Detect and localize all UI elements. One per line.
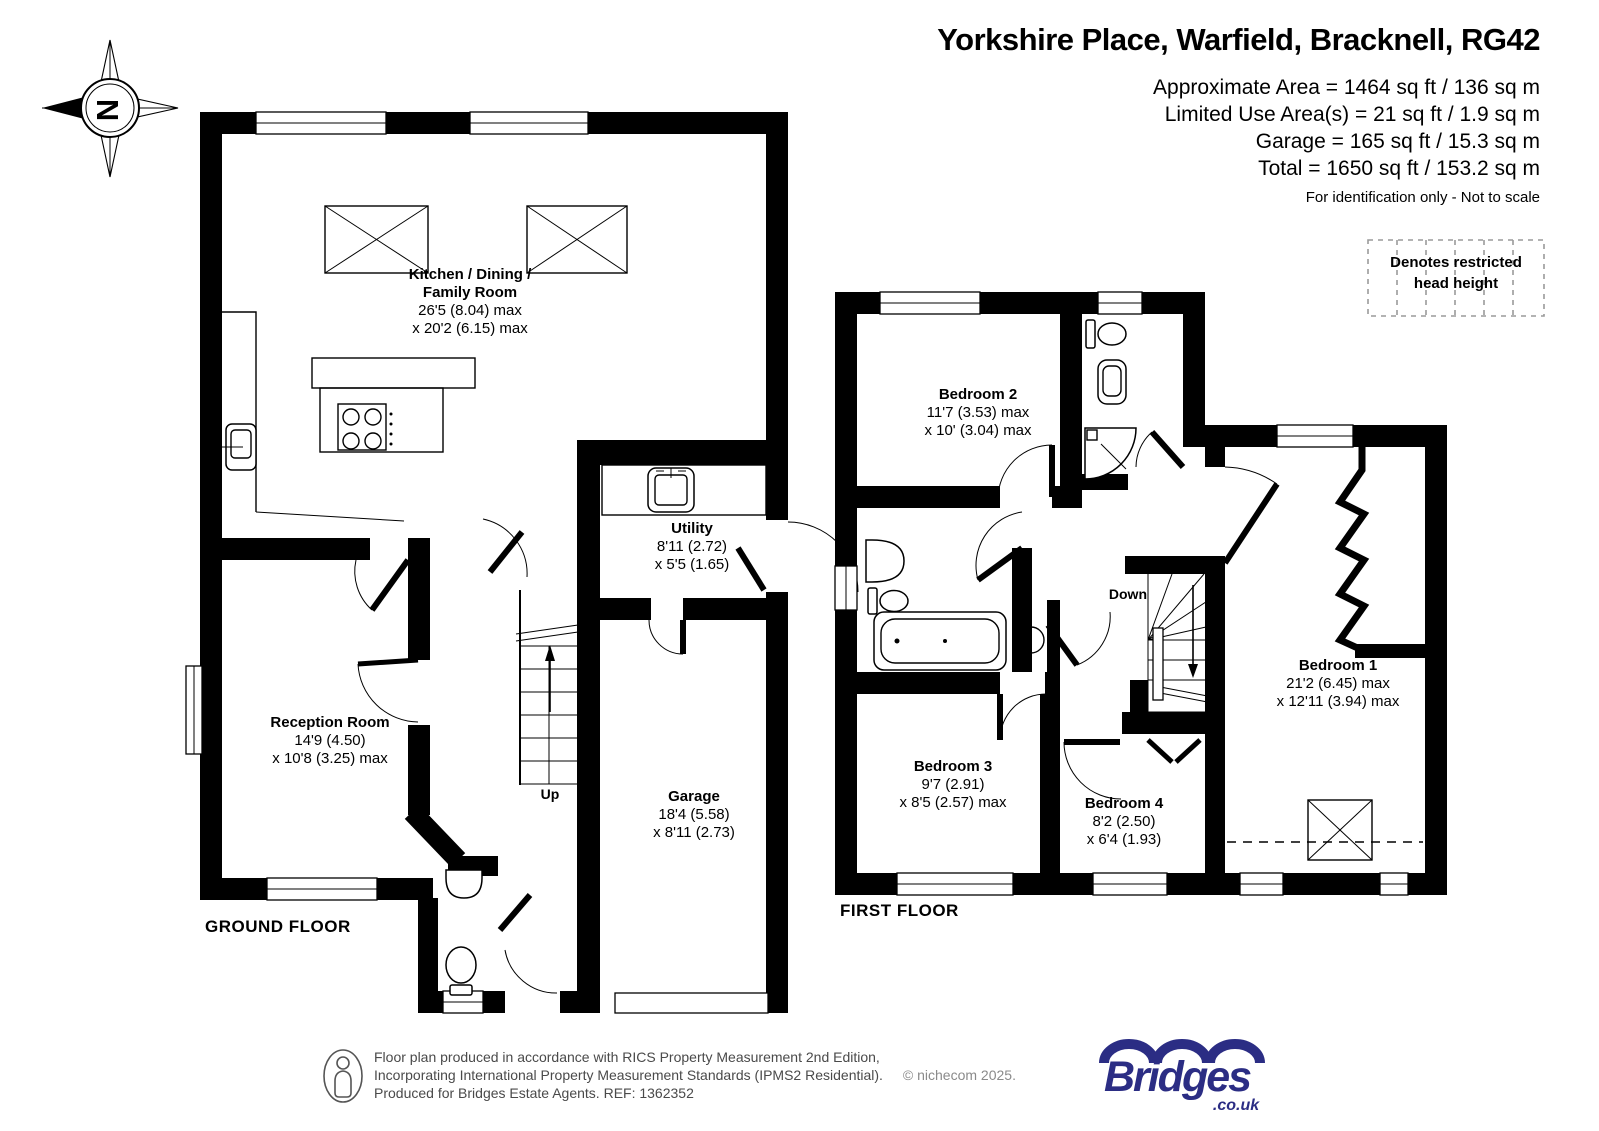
compass-rose-icon [42, 39, 179, 178]
first-floor-plan [834, 291, 1447, 896]
stairs-down-label: Down [1108, 586, 1147, 602]
bedroom3-dim-2: x 8'5 (2.57) max [899, 794, 1007, 811]
bedroom4-name: Bedroom 4 [1084, 795, 1164, 812]
first-floor-windows [834, 291, 1409, 896]
reception-dim-2: x 10'8 (3.25) max [272, 750, 388, 767]
footer-line-2: Incorporating International Property Mea… [374, 1066, 1016, 1084]
bedroom4-dim-1: 8'2 (2.50) [1092, 813, 1156, 830]
hob-icon [337, 403, 387, 451]
bridges-logo-arcs [1099, 1039, 1265, 1064]
room-label-garage: Garage 18'4 (5.58) x 8'11 (2.73) [584, 788, 804, 842]
utility-dim-2: x 5'5 (1.65) [654, 556, 730, 573]
bridges-logo-suffix: .co.uk [1212, 1097, 1260, 1114]
disclaimer: For identification only - Not to scale [1305, 189, 1540, 206]
bedroom2-dim-1: 11'7 (3.53) max [926, 404, 1030, 421]
ground-floor-plan [185, 111, 859, 1014]
bridges-logo: Bridges [1103, 1053, 1252, 1101]
first-floor-title: FIRST FLOOR [840, 901, 959, 920]
bathroom-basin-icon [865, 539, 905, 583]
bedroom4-wardrobe-door [1174, 738, 1202, 764]
bedroom2-name: Bedroom 2 [938, 386, 1018, 403]
stairs-down [1147, 573, 1219, 734]
wc-basin-icon [445, 869, 483, 899]
reception-name: Reception Room [270, 714, 390, 731]
room-label-kitchen: Kitchen / Dining / Family Room 26'5 (8.0… [360, 266, 580, 338]
compass-north-label: N [90, 98, 125, 122]
first-floor-doors [975, 430, 1280, 800]
footer-line-3: Produced for Bridges Estate Agents. REF:… [374, 1085, 694, 1101]
kitchen-name-2: Family Room [422, 284, 518, 301]
restricted-head-height-legend: Denotes restricted head height [1368, 252, 1544, 294]
ensuite-fixtures [1084, 319, 1137, 480]
legend-line-1: Denotes restricted [1390, 254, 1522, 271]
kitchen-name-1: Kitchen / Dining / [408, 266, 532, 283]
room-label-bedroom2: Bedroom 2 11'7 (3.53) max x 10' (3.04) m… [868, 386, 1088, 440]
reception-dim-1: 14'9 (4.50) [294, 732, 366, 749]
utility-sink [601, 464, 767, 516]
footer-line-1: Floor plan produced in accordance with R… [374, 1049, 880, 1065]
ground-floor-title: GROUND FLOOR [205, 917, 351, 936]
legend-line-2: head height [1413, 275, 1499, 292]
footer-line-2-text: Incorporating International Property Mea… [374, 1067, 883, 1083]
page-title: Yorkshire Place, Warfield, Bracknell, RG… [937, 22, 1540, 57]
kitchen-dim-1: 26'5 (8.04) max [418, 302, 522, 319]
ground-floor-windows [185, 111, 589, 1014]
bedroom1-dim-1: 21'2 (6.45) max [1286, 675, 1390, 692]
bathroom-fixtures [865, 539, 1045, 671]
bedroom1-dim-2: x 12'11 (3.94) max [1276, 693, 1400, 710]
kitchen-skylight-1 [324, 205, 429, 274]
bedroom1-skylight [1307, 799, 1373, 861]
kitchen-counter [222, 311, 405, 522]
kitchen-dim-2: x 20'2 (6.15) max [412, 320, 528, 337]
wc-toilet-icon [445, 946, 477, 984]
room-label-bedroom1: Bedroom 1 21'2 (6.45) max x 12'11 (3.94)… [1228, 657, 1448, 711]
bedroom1-wardrobe-zigzag [1334, 447, 1370, 654]
bathroom-toilet-icon [879, 589, 909, 613]
room-label-utility: Utility 8'11 (2.72) x 5'5 (1.65) [582, 520, 802, 574]
area-summary: Approximate Area = 1464 sq ft / 136 sq m… [700, 74, 1540, 206]
garage-name: Garage [668, 788, 720, 805]
garage-door [614, 992, 769, 1014]
bedroom2-dim-2: x 10' (3.04) max [924, 422, 1032, 439]
approximate-area: Approximate Area = 1464 sq ft / 136 sq m [1153, 76, 1540, 99]
utility-name: Utility [671, 520, 713, 537]
garage-area: Garage = 165 sq ft / 15.3 sq m [1255, 130, 1540, 153]
ground-floor-doors [354, 518, 859, 994]
bath-icon [873, 611, 1007, 671]
room-label-bedroom3: Bedroom 3 9'7 (2.91) x 8'5 (2.57) max [843, 758, 1063, 812]
wc-fixtures [445, 869, 483, 996]
kitchen-island [311, 357, 476, 453]
garage-dim-2: x 8'11 (2.73) [653, 824, 735, 841]
stairs-up [515, 590, 579, 785]
stairs-up-label: Up [540, 786, 560, 802]
room-label-bedroom4: Bedroom 4 8'2 (2.50) x 6'4 (1.93) [1014, 795, 1234, 849]
footer-copyright: © nichecom 2025. [902, 1067, 1016, 1083]
ensuite-toilet-icon [1097, 322, 1127, 346]
utility-dim-1: 8'11 (2.72) [656, 538, 728, 555]
header: Yorkshire Place, Warfield, Bracknell, RG… [700, 22, 1540, 58]
water-tank-icon [1017, 626, 1045, 654]
bedroom1-name: Bedroom 1 [1298, 657, 1378, 674]
total-area: Total = 1650 sq ft / 153.2 sq m [1258, 157, 1540, 180]
limited-use-area: Limited Use Area(s) = 21 sq ft / 1.9 sq … [1164, 103, 1540, 126]
bedroom4-dim-2: x 6'4 (1.93) [1086, 831, 1162, 848]
person-icon [323, 1049, 363, 1103]
bedroom4-wardrobe-door [1146, 738, 1174, 764]
bedroom3-dim-1: 9'7 (2.91) [921, 776, 985, 793]
ensuite-basin-icon [1097, 359, 1127, 405]
garage-dim-1: 18'4 (5.58) [658, 806, 730, 823]
bedroom3-name: Bedroom 3 [913, 758, 993, 775]
room-label-reception: Reception Room 14'9 (4.50) x 10'8 (3.25)… [220, 714, 440, 768]
kitchen-skylight-2 [526, 205, 628, 274]
restricted-head-height-swatch [1367, 239, 1545, 317]
